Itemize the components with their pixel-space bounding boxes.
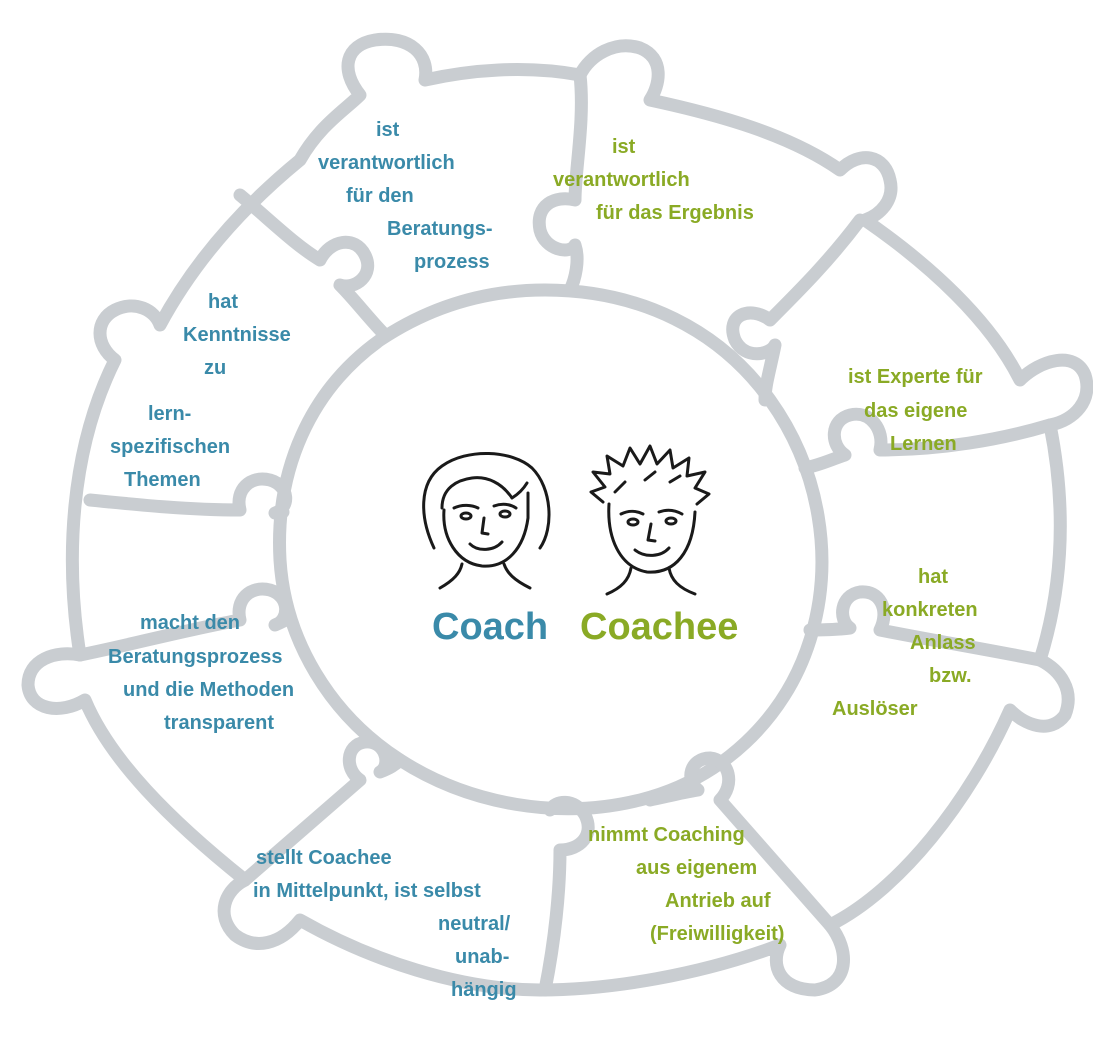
statement-line: Themen — [124, 469, 201, 491]
statement-line: und die Methoden — [123, 679, 295, 701]
coachee-face-icon — [589, 444, 711, 596]
puzzle-inner-edge — [273, 283, 829, 816]
statement-line: Antrieb auf — [665, 890, 771, 912]
statement-line: ist — [376, 119, 400, 141]
statement-line: für das Ergebnis — [596, 202, 754, 224]
coach-title: Coach — [432, 606, 549, 648]
divider-right — [798, 407, 1057, 475]
statement-line: bzw. — [929, 665, 972, 687]
statement-line: nimmt Coaching — [588, 824, 745, 846]
statement-line: Beratungsprozess — [108, 646, 283, 668]
statement-line: hat — [208, 291, 238, 313]
statement-line: unab- — [455, 946, 510, 968]
statement-line: Anlass — [910, 632, 976, 654]
statement-line: neutral/ — [438, 913, 511, 935]
statement-line: spezifischen — [110, 436, 231, 458]
puzzle-outer-edge — [21, 32, 1093, 997]
divider-left — [83, 472, 293, 520]
divider-left-lower — [73, 582, 297, 662]
statement-line: ist Experte für — [848, 366, 983, 388]
statement-line: hängig — [451, 979, 517, 1001]
statement-line: Auslöser — [832, 698, 918, 720]
divider-top — [532, 68, 588, 297]
divider-bottom-left — [238, 735, 407, 887]
statement-line: stellt Coachee — [256, 847, 392, 869]
divider-bottom — [538, 795, 595, 997]
coachee-title: Coachee — [580, 606, 739, 648]
statement-line: aus eigenem — [636, 857, 758, 879]
statement-line: das eigene — [864, 400, 968, 422]
divider-top-left — [233, 188, 392, 342]
coach-face-icon — [422, 451, 551, 590]
statement-line: verantwortlich — [318, 152, 455, 174]
statement-line: (Freiwilligkeit) — [650, 923, 785, 945]
statement-line: verantwortlich — [553, 169, 690, 191]
statement-line: macht den — [140, 612, 241, 634]
divider-top-right — [726, 213, 867, 407]
statement-line: transparent — [164, 712, 275, 734]
statement-line: hat — [918, 566, 948, 588]
statement-line: Beratungs- — [387, 218, 493, 240]
divider-bottom-right — [643, 751, 837, 932]
statement-line: ist — [612, 136, 636, 158]
statement-line: Kenntnisse — [183, 324, 291, 346]
statement-line: zu — [204, 357, 227, 379]
statement-line: in Mittelpunkt, ist selbst — [253, 880, 481, 902]
statement-line: lern- — [148, 403, 192, 425]
statement-line: prozess — [414, 251, 490, 273]
statement-line: konkreten — [882, 599, 978, 621]
divider-right-lower — [803, 585, 1047, 667]
statement-line: für den — [346, 185, 414, 207]
statement-line: Lernen — [890, 433, 957, 455]
